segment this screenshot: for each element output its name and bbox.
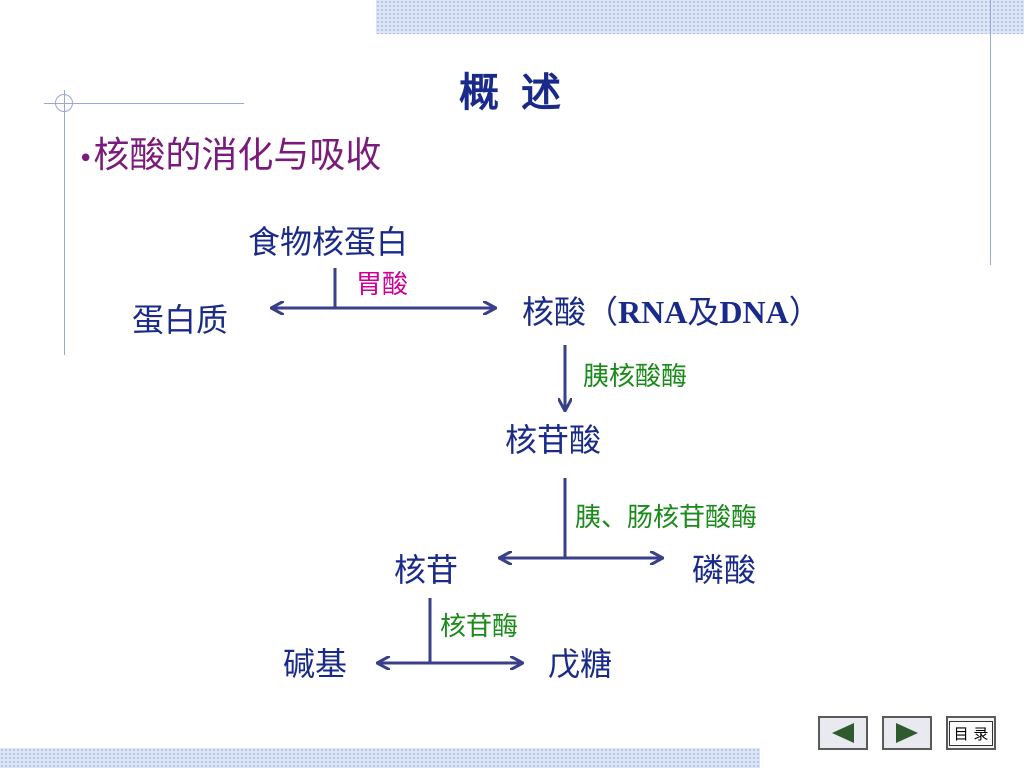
slide-title: 概 述 <box>459 69 565 116</box>
node-phosphate: 磷酸 <box>692 551 757 589</box>
label-pancreatic-nuclease: 胰核酸酶 <box>583 362 688 392</box>
nucleic-acid-and: 及 <box>687 293 720 331</box>
toc-label: 目 录 <box>948 720 994 746</box>
node-pentose: 戊糖 <box>548 645 613 683</box>
node-food-nucleoprotein: 食物核蛋白 <box>248 223 409 261</box>
bullet-heading-text: 核酸的消化与吸收 <box>93 135 382 176</box>
decorative-line-right <box>990 0 991 265</box>
nucleic-acid-suffix: ） <box>788 293 821 331</box>
nucleic-acid-dna: DNA <box>719 294 789 330</box>
decorative-line-horizontal <box>44 103 244 104</box>
node-base: 碱基 <box>283 645 348 683</box>
decorative-band-top <box>376 0 1024 34</box>
nucleic-acid-rna: RNA <box>618 294 688 330</box>
decorative-band-bottom <box>0 748 760 768</box>
bullet-icon: • <box>78 144 94 174</box>
nucleic-acid-prefix: 核酸（ <box>522 293 619 331</box>
triangle-left-icon <box>832 723 854 743</box>
label-nucleosidase: 核苷酶 <box>440 612 519 642</box>
crosshair-icon <box>55 94 73 112</box>
table-of-contents-button[interactable]: 目 录 <box>946 716 996 750</box>
bullet-heading: •核酸的消化与吸收 <box>78 126 381 178</box>
next-slide-button[interactable] <box>882 716 932 750</box>
node-nucleoside: 核苷 <box>394 551 459 589</box>
node-nucleic-acid: 核酸（RNA及DNA） <box>522 296 821 328</box>
triangle-right-icon <box>896 723 918 743</box>
label-gastric-acid: 胃酸 <box>356 270 409 300</box>
node-nucleotide: 核苷酸 <box>505 421 602 459</box>
node-protein: 蛋白质 <box>132 301 229 339</box>
decorative-line-left <box>64 90 65 355</box>
label-nucleotidase: 胰、肠核苷酸酶 <box>575 503 758 533</box>
previous-slide-button[interactable] <box>818 716 868 750</box>
